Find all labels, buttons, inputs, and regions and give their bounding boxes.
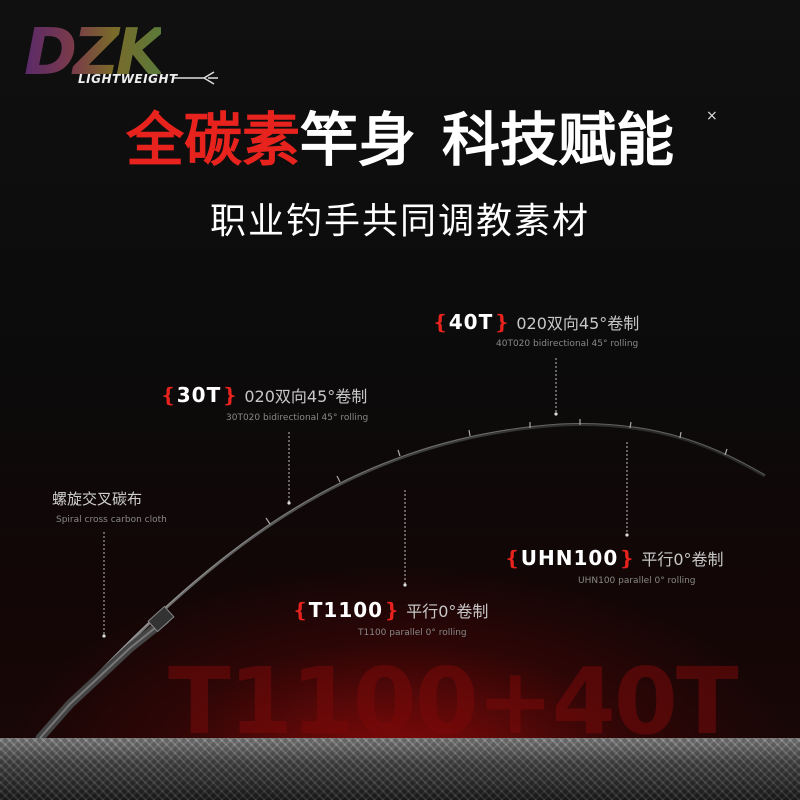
headline-part3: 科技赋能 [442, 106, 675, 174]
callout-spiral: 螺旋交叉碳布 [52, 490, 143, 508]
callout-30t-cn: 020双向45°卷制 [244, 387, 368, 406]
bracket-left: ❴ [504, 546, 521, 570]
callout-40t-code: 40T [448, 310, 494, 334]
carbon-floor [0, 738, 800, 800]
bracket-left: ❴ [160, 383, 177, 407]
brand-logo: DZK LIGHTWEIGHT [24, 18, 224, 96]
callout-30t-code: 30T [176, 383, 222, 407]
callout-uhn100-en: UHN100 parallel 0° rolling [578, 576, 696, 586]
callout-30t-en: 30T020 bidirectional 45° rolling [226, 413, 369, 423]
headline-part1: 全碳素 [125, 106, 300, 174]
callout-uhn100: ❴UHN100❵ 平行0°卷制 [504, 546, 724, 570]
callout-uhn100-cn: 平行0°卷制 [641, 550, 724, 569]
bracket-right: ❵ [618, 546, 635, 570]
callout-uhn100-code: UHN100 [520, 546, 619, 570]
callout-30t: ❴30T❵ 020双向45°卷制 [160, 383, 367, 407]
bracket-left: ❴ [292, 598, 309, 622]
callout-t1100-cn: 平行0°卷制 [406, 602, 489, 621]
subheadline: 职业钓手共同调教素材 [209, 201, 590, 242]
close-icon: × [706, 108, 718, 124]
headline: 全碳素竿身科技赋能 [0, 100, 800, 180]
background-material-text: T1100+40T [168, 648, 739, 755]
bracket-right: ❵ [221, 383, 239, 407]
callout-t1100-en: T1100 parallel 0° rolling [358, 628, 467, 638]
bracket-right: ❵ [493, 310, 511, 334]
callout-t1100-code: T1100 [308, 598, 384, 622]
callout-t1100: ❴T1100❵ 平行0°卷制 [292, 598, 488, 622]
callout-40t-en: 40T020 bidirectional 45° rolling [496, 339, 639, 349]
hook-icon [174, 71, 218, 85]
headline-part2: 竿身 [299, 106, 416, 174]
callout-40t-cn: 020双向45°卷制 [516, 314, 640, 333]
callout-40t: ❴40T❵ 020双向45°卷制 [432, 310, 639, 334]
bracket-right: ❵ [383, 598, 400, 622]
rod-handle [35, 615, 170, 743]
logo-text: DZK [24, 16, 165, 90]
logo-subtitle: LIGHTWEIGHT [78, 72, 178, 86]
callout-spiral-en: Spiral cross carbon cloth [56, 515, 167, 525]
bracket-left: ❴ [432, 310, 449, 334]
